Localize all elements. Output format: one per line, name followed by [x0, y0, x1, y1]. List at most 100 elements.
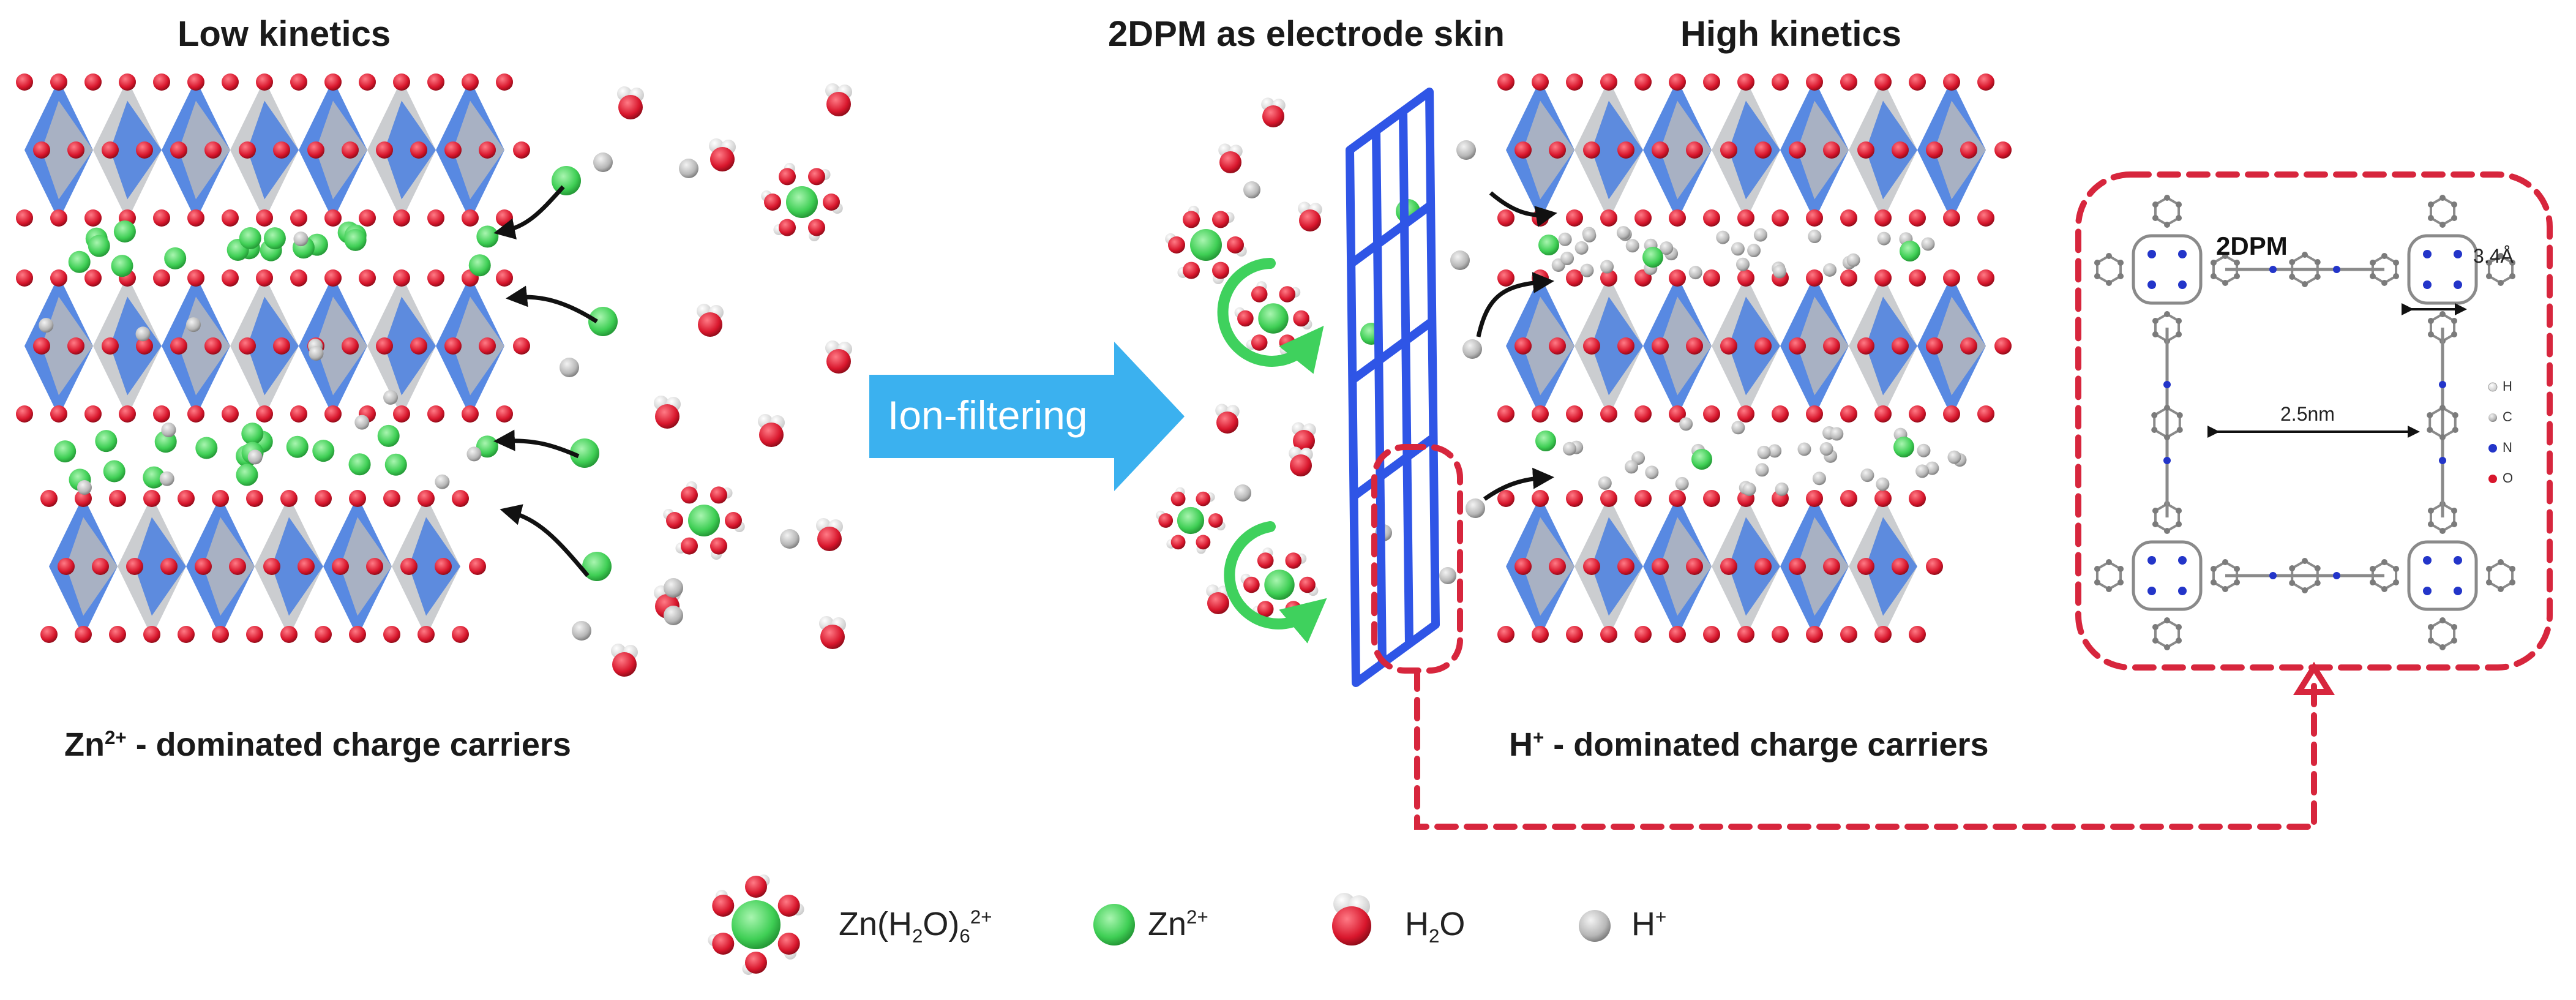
zn-ion	[1893, 437, 1914, 457]
oxygen-atom	[1926, 141, 1943, 159]
oxygen-atom	[1874, 490, 1892, 507]
oxygen-atom	[16, 209, 33, 227]
oxygen-atom	[376, 141, 393, 159]
hydrated-zn	[1156, 487, 1226, 554]
proton	[1823, 263, 1837, 277]
benzene-ring	[2094, 253, 2124, 286]
oxygen-atom	[410, 337, 427, 355]
proton	[1580, 263, 1594, 277]
proton	[1675, 476, 1689, 491]
proton	[1466, 498, 1485, 518]
oxygen-atom	[102, 141, 119, 159]
oxygen-atom	[187, 209, 204, 227]
hydrated-zn	[1234, 281, 1312, 356]
oxygen-atom	[452, 626, 469, 643]
atom-key	[2488, 382, 2498, 483]
benzene-ring	[2427, 617, 2458, 650]
proton-icon	[1579, 910, 1611, 942]
oxygen-atom	[427, 73, 444, 91]
oxygen-atom	[452, 490, 469, 507]
oxygen-atom	[1909, 490, 1926, 507]
oxygen-atom	[1686, 558, 1703, 575]
pore-size-label: 2.5nm	[2280, 403, 2335, 425]
oxygen-atom	[102, 337, 119, 355]
oxygen-atom	[170, 337, 187, 355]
proton	[1819, 442, 1833, 456]
zn-ion	[95, 430, 118, 453]
oxygen-atom	[1720, 141, 1737, 159]
oxygen-atom	[1840, 269, 1857, 287]
zn-ion	[111, 255, 133, 277]
proton	[1243, 181, 1260, 198]
proton	[1735, 257, 1750, 271]
oxygen-atom	[479, 141, 496, 159]
benzene-ring	[2151, 405, 2183, 440]
oxygen-atom	[1566, 209, 1583, 227]
oxygen-atom	[1806, 405, 1823, 423]
oxygen-atom	[393, 269, 410, 287]
proton	[1562, 442, 1576, 456]
oxygen-atom	[1583, 337, 1600, 355]
benzene-ring	[2427, 405, 2458, 440]
oxygen-atom	[393, 209, 410, 227]
proton	[1660, 241, 1674, 255]
proton	[466, 446, 482, 462]
oxygen-atom	[1840, 73, 1857, 91]
oxygen-atom	[263, 558, 280, 575]
oxygen-atom	[1600, 209, 1617, 227]
hydrated-zn	[761, 162, 843, 242]
oxygen-atom	[1634, 626, 1652, 643]
proton	[293, 231, 309, 247]
benzene-ring	[2152, 195, 2182, 228]
oxygen-atom	[109, 490, 126, 507]
water-molecule	[617, 86, 644, 119]
proton	[1775, 482, 1789, 496]
oxygen-atom	[1532, 73, 1549, 91]
oxygen-atom	[1703, 490, 1720, 507]
oxygen-atom	[33, 337, 50, 355]
water-shell	[708, 874, 804, 975]
oxygen-atom	[1549, 337, 1566, 355]
proton	[572, 621, 591, 641]
proton	[1860, 468, 1874, 483]
oxygen-atom	[777, 895, 800, 917]
zn-ion	[143, 466, 165, 489]
legend-hydrated-zn: Zn(H2O)62+	[839, 906, 992, 947]
proton	[1462, 339, 1482, 359]
oxygen-atom	[143, 490, 160, 507]
proton	[679, 159, 698, 178]
oxygen-atom	[256, 209, 273, 227]
oxygen-atom	[1497, 626, 1515, 643]
oxygen-atom	[496, 73, 513, 91]
oxygen-atom	[427, 209, 444, 227]
oxygen-atom	[1497, 209, 1515, 227]
oxygen-atom	[1600, 405, 1617, 423]
zn-icon	[1093, 904, 1135, 945]
proton	[159, 471, 174, 486]
oxygen-atom	[204, 141, 222, 159]
benzene-ring	[2289, 558, 2321, 593]
oxygen-atom	[383, 626, 400, 643]
oxygen-atom	[1943, 209, 1960, 227]
oxygen-atom	[1772, 209, 1789, 227]
oxygen-atom	[1686, 141, 1703, 159]
oxygen-atom	[1497, 73, 1515, 91]
proton	[1921, 237, 1935, 251]
oxygen-atom	[1977, 209, 1994, 227]
oxygen-atom	[1720, 558, 1737, 575]
atom-key-c: C	[2503, 409, 2512, 424]
oxygen-atom	[1669, 405, 1686, 423]
benzene-ring	[2152, 617, 2182, 650]
oxygen-atom	[1806, 626, 1823, 643]
proton	[39, 318, 54, 333]
zn-ion	[377, 424, 400, 447]
oxygen-atom	[280, 490, 298, 507]
proton	[1450, 250, 1470, 270]
zn-ion	[54, 440, 77, 463]
oxygen-atom	[1857, 337, 1874, 355]
oxygen-atom	[1497, 269, 1515, 287]
atom-key-n: N	[2503, 440, 2512, 455]
proton	[1947, 450, 1961, 464]
caption-h-carriers: H+ - dominated charge carriers	[1509, 726, 1989, 763]
oxygen-atom	[1669, 626, 1686, 643]
